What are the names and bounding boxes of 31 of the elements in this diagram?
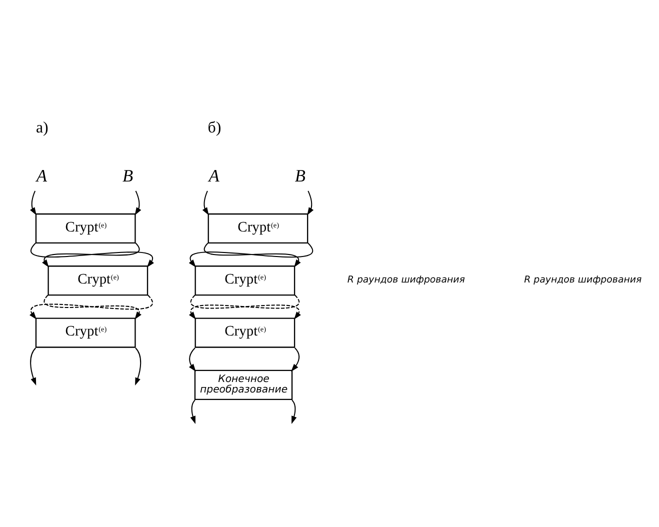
arrow <box>292 400 297 424</box>
arrow <box>188 242 313 268</box>
node-box: Crypt$^{(e)}$ <box>35 318 136 348</box>
label: R раундов шифрования <box>524 274 642 286</box>
node-text: A <box>208 166 220 186</box>
arrow <box>204 242 301 268</box>
arrow <box>190 400 196 424</box>
arrow <box>30 190 36 216</box>
arrow <box>135 348 142 386</box>
arrow <box>188 348 196 372</box>
arrow <box>202 190 209 216</box>
label: R раундов шифрования <box>347 274 465 286</box>
node-text: B <box>294 166 306 186</box>
node-text: A <box>36 166 47 186</box>
node-box: Crypt$^{(e)}$ <box>208 213 308 244</box>
label: б) <box>208 120 222 137</box>
arrow <box>30 242 154 268</box>
arrow <box>30 348 36 386</box>
node-box: Crypt$^{(e)}$ <box>194 318 296 348</box>
arrow <box>307 190 314 216</box>
arrow <box>30 294 153 320</box>
arrow <box>134 190 142 216</box>
node-box: Конечное преобразование <box>194 370 293 400</box>
arrow <box>42 242 140 268</box>
arrow <box>44 294 142 320</box>
node-box: Crypt$^{(e)}$ <box>48 266 148 296</box>
node-box: Crypt$^{(e)}$ <box>35 213 136 244</box>
label: а) <box>36 120 48 137</box>
arrow <box>291 348 300 372</box>
node-box: Crypt$^{(e)}$ <box>194 266 296 296</box>
node-text: B <box>122 166 134 186</box>
